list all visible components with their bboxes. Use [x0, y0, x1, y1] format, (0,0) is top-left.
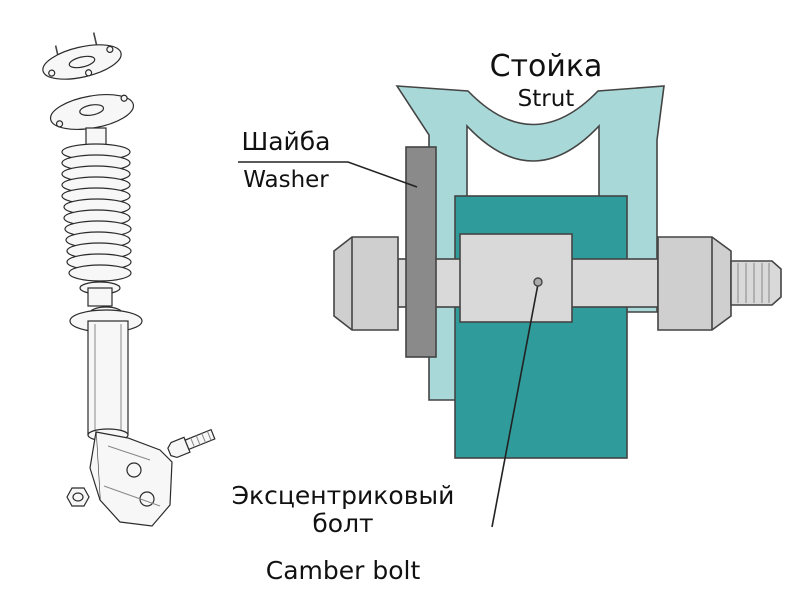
- washer-label-ru: Шайба: [241, 127, 331, 156]
- eccentric-cam: [459, 233, 573, 323]
- bolt-nut: [657, 236, 732, 331]
- camber-bolt-label-en: Camber bolt: [265, 556, 421, 585]
- camber-bolt-head: [333, 236, 399, 331]
- washer-shape: [405, 146, 437, 358]
- cross-section-diagram: [238, 85, 782, 528]
- strut-label-ru: Стойка: [489, 49, 603, 84]
- camber-bolt-label-ru: Эксцентриковый болт: [231, 481, 455, 538]
- strut-label-en: Strut: [517, 86, 575, 112]
- washer-label-block: Шайба Washer: [228, 128, 344, 193]
- bump-stop: [79, 281, 121, 307]
- bearing-plate: [49, 94, 135, 130]
- strut-body-tube: [87, 320, 129, 442]
- top-mount-plate: [42, 32, 122, 80]
- camber-bolt-leader-line: [491, 283, 539, 528]
- washer-label-en: Washer: [243, 166, 329, 193]
- bolt-threads: [730, 260, 782, 306]
- strut-assembly-illustration: [42, 32, 216, 527]
- washer-leader-line: [238, 161, 418, 188]
- camber-bolt-pointer-dot: [533, 277, 543, 287]
- lower-mount-bracket: [89, 431, 173, 527]
- mount-neck: [85, 127, 107, 147]
- loose-nut: [66, 487, 90, 507]
- dust-boot-bellows: [61, 143, 132, 282]
- camber-bolt-label-block: Эксцентриковый болт Camber bolt: [202, 482, 484, 585]
- loose-bolt: [167, 428, 216, 459]
- strut-label-block: Стойка Strut: [446, 50, 646, 112]
